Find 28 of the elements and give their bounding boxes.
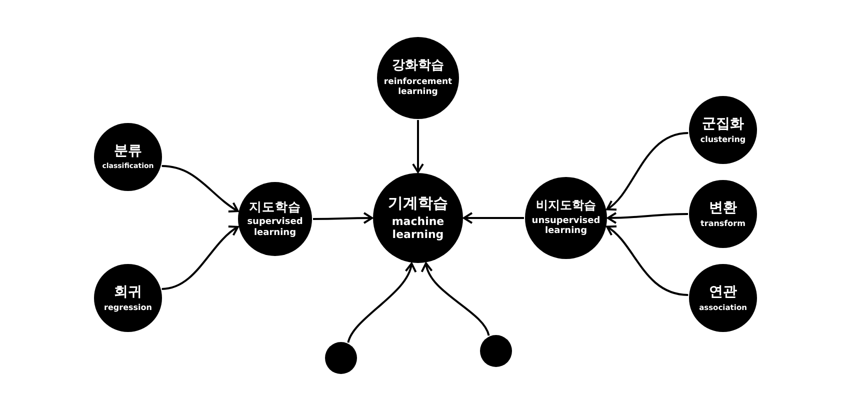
arrow xyxy=(606,132,688,210)
dot xyxy=(325,342,357,374)
arrow xyxy=(463,212,524,224)
dot xyxy=(480,335,512,367)
arrow xyxy=(313,212,373,224)
node-subtitle: transform xyxy=(700,218,746,228)
node-title: 변환 xyxy=(709,200,737,216)
arrow xyxy=(162,165,239,212)
node-title: 분류 xyxy=(114,143,142,160)
node-subtitle: supervised learning xyxy=(246,216,304,238)
arrow xyxy=(162,226,239,290)
node-title: 지도학습 xyxy=(249,200,301,214)
node-title: 회귀 xyxy=(114,284,142,300)
arrow xyxy=(606,226,688,296)
node-subtitle: clustering xyxy=(700,134,746,144)
arrow xyxy=(412,120,424,173)
node-title: 연관 xyxy=(709,284,737,300)
node-title: 강화학습 xyxy=(392,58,444,74)
node-subtitle: regression xyxy=(104,302,152,312)
node-subtitle: reinforcement learning xyxy=(382,76,454,98)
node-title: 비지도학습 xyxy=(536,198,596,213)
node-title: 군집화 xyxy=(702,116,744,132)
node-subtitle: machine learning xyxy=(390,214,446,242)
arrow xyxy=(422,262,490,336)
node-subtitle: unsupervised learning xyxy=(530,216,602,238)
arrow xyxy=(347,262,416,343)
arrow xyxy=(607,212,688,224)
node-title: 기계학습 xyxy=(388,194,448,212)
